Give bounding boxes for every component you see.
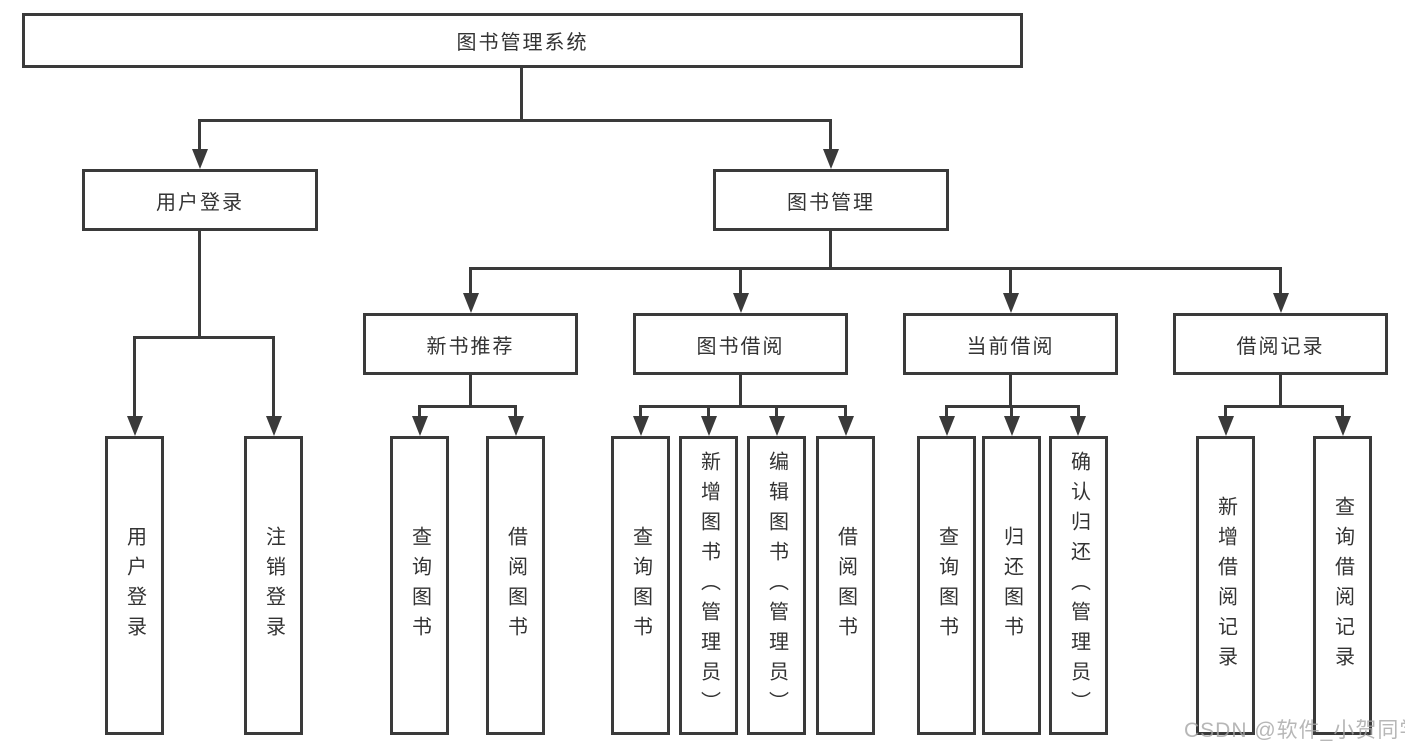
arrow-down-icon	[769, 416, 785, 436]
arrow-down-icon	[633, 416, 649, 436]
arrow-down-icon	[701, 416, 717, 436]
edge-line	[198, 119, 201, 151]
arrow-down-icon	[192, 149, 208, 169]
node-borrow-records: 借阅记录	[1173, 313, 1388, 375]
edge-line	[198, 231, 201, 337]
edge-line	[520, 68, 523, 120]
edge-line	[469, 267, 1281, 270]
csdn-watermark: CSDN @软件_小贺同学	[1184, 719, 1405, 742]
node-book-management: 图书管理	[713, 169, 949, 231]
edge-line	[739, 375, 742, 408]
arrow-down-icon	[1273, 293, 1289, 313]
leaf-borrow-query-books: 查询图书	[611, 436, 670, 735]
edge-line	[469, 267, 472, 295]
leaf-query-borrow-record: 查询借阅记录	[1313, 436, 1372, 735]
arrow-down-icon	[412, 416, 428, 436]
leaf-confirm-return-admin: 确认归还（管理员）	[1049, 436, 1108, 735]
arrow-down-icon	[508, 416, 524, 436]
edge-line	[707, 405, 710, 418]
edge-line	[1077, 405, 1080, 418]
arrow-down-icon	[266, 416, 282, 436]
leaf-user-login: 用户登录	[105, 436, 164, 735]
leaf-add-books-admin: 新增图书（管理员）	[679, 436, 738, 735]
node-user-login: 用户登录	[82, 169, 318, 231]
arrow-down-icon	[1218, 416, 1234, 436]
leaf-borrow-books: 借阅图书	[816, 436, 875, 735]
node-book-borrow: 图书借阅	[633, 313, 848, 375]
edge-line	[1224, 405, 1227, 418]
edge-line	[133, 336, 136, 418]
edge-line	[469, 375, 472, 408]
edge-line	[272, 336, 275, 418]
edge-line	[775, 405, 778, 418]
leaf-current-query-books: 查询图书	[917, 436, 976, 735]
arrow-down-icon	[1335, 416, 1351, 436]
arrow-down-icon	[127, 416, 143, 436]
arrow-down-icon	[823, 149, 839, 169]
leaf-return-books: 归还图书	[982, 436, 1041, 735]
edge-line	[1010, 405, 1013, 418]
leaf-newbook-borrow-books: 借阅图书	[486, 436, 545, 735]
edge-line	[639, 405, 642, 418]
leaf-add-borrow-record: 新增借阅记录	[1196, 436, 1255, 735]
edge-line	[1279, 375, 1282, 408]
edge-line	[1224, 405, 1344, 408]
edge-line	[739, 267, 742, 295]
node-new-book-recommend: 新书推荐	[363, 313, 578, 375]
edge-line	[418, 405, 421, 418]
edge-line	[198, 119, 832, 122]
edge-line	[1009, 375, 1012, 408]
edge-line	[829, 231, 832, 268]
edge-line	[639, 405, 847, 408]
edge-line	[133, 336, 275, 339]
leaf-newbook-query-books: 查询图书	[390, 436, 449, 735]
arrow-down-icon	[463, 293, 479, 313]
arrow-down-icon	[1070, 416, 1086, 436]
edge-line	[418, 405, 517, 408]
edge-line	[829, 119, 832, 151]
leaf-edit-books-admin: 编辑图书（管理员）	[747, 436, 806, 735]
edge-line	[945, 405, 948, 418]
leaf-logout: 注销登录	[244, 436, 303, 735]
node-library-management-system: 图书管理系统	[22, 13, 1023, 68]
edge-line	[1341, 405, 1344, 418]
edge-line	[1009, 267, 1012, 295]
arrow-down-icon	[1004, 416, 1020, 436]
arrow-down-icon	[939, 416, 955, 436]
edge-line	[514, 405, 517, 418]
arrow-down-icon	[838, 416, 854, 436]
arrow-down-icon	[733, 293, 749, 313]
edge-line	[1279, 267, 1282, 295]
node-current-borrow: 当前借阅	[903, 313, 1118, 375]
arrow-down-icon	[1003, 293, 1019, 313]
edge-line	[844, 405, 847, 418]
